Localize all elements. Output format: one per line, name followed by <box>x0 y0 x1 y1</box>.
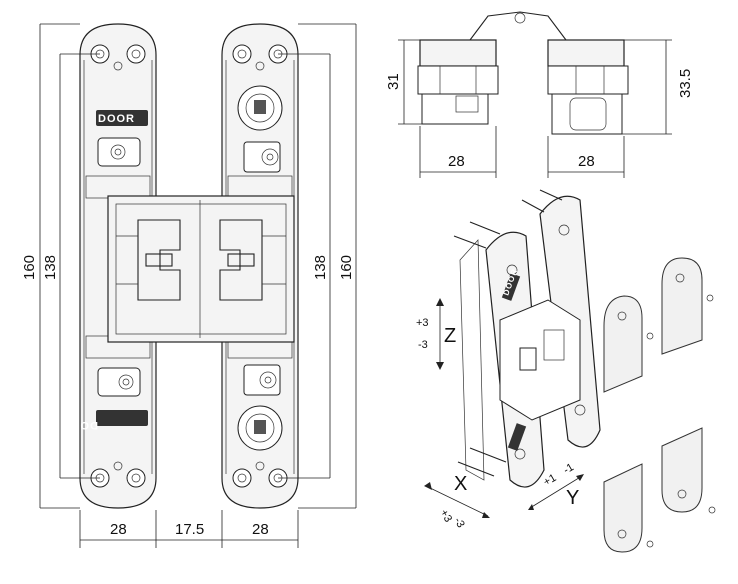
dim-28-top-right: 28 <box>578 153 595 170</box>
top-view <box>398 11 672 178</box>
door-logo-bottom: DOOR <box>61 419 98 431</box>
front-dimensions <box>39 23 357 548</box>
dim-28-left: 28 <box>110 521 127 538</box>
axis-y-label: Y <box>566 487 579 509</box>
isometric-view <box>424 189 716 553</box>
y-minus-label: -1 <box>562 461 576 476</box>
x-plus-label: +3 <box>437 508 454 525</box>
dim-17-5-gap: 17.5 <box>175 521 204 538</box>
front-view: DOOR DOOR <box>21 23 357 548</box>
dim-160-right: 160 <box>338 255 355 280</box>
axis-x-label: X <box>454 473 467 495</box>
z-plus-label: +3 <box>416 317 429 329</box>
axis-z-label: Z <box>444 325 456 347</box>
dim-33-5: 33.5 <box>677 69 694 98</box>
dim-138-right: 138 <box>312 255 329 280</box>
y-plus-label: +1 <box>542 472 559 489</box>
dim-31: 31 <box>385 73 402 90</box>
dim-28-right: 28 <box>252 521 269 538</box>
dim-160-left: 160 <box>21 255 38 280</box>
dim-28-top-left: 28 <box>448 153 465 170</box>
dim-138-left: 138 <box>42 255 59 280</box>
door-logo-top: DOOR <box>98 113 135 125</box>
z-minus-label: -3 <box>418 339 428 351</box>
hinge-center-body <box>107 195 295 343</box>
